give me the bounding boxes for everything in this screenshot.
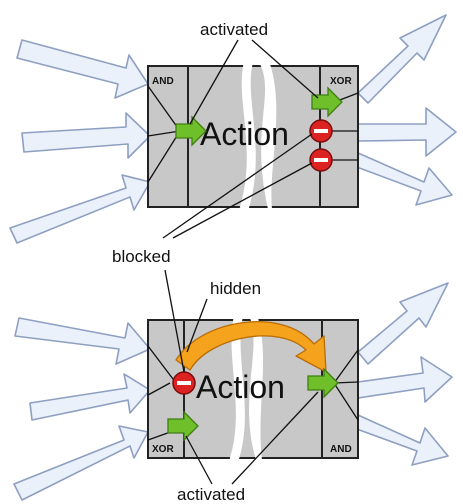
top-incoming-arrow-3 [9,174,151,244]
top-diagram: AND XOR Action activated blocked [9,14,457,266]
bottom-label-activated: activated [177,485,245,504]
bottom-action-label: Action [196,369,285,405]
bottom-outgoing-arrow-3 [353,414,449,466]
top-split-blocked-icon-2 [309,148,333,172]
top-split-blocked-icon-1 [309,119,333,143]
bottom-incoming-arrow-3 [13,425,149,501]
bottom-diagram: XOR AND Action hidden activated [13,269,453,504]
bottom-label-hidden: hidden [210,279,261,298]
bottom-split-type-label: AND [330,444,352,455]
bottom-outgoing-arrow-1 [357,282,449,365]
top-split-type-label: XOR [330,76,352,87]
bottom-join-type-label: XOR [152,444,174,455]
top-incoming-arrow-2 [21,112,151,159]
top-incoming-arrow-1 [16,39,149,99]
bottom-incoming-arrow-1 [14,317,151,365]
top-outgoing-arrow-1 [357,14,447,104]
bottom-incoming-arrow-2 [29,373,151,421]
top-outgoing-arrow-3 [353,152,453,206]
top-label-blocked: blocked [112,247,171,266]
top-action-label: Action [200,116,289,152]
top-outgoing-arrow-2 [357,107,457,157]
top-label-activated: activated [200,20,268,39]
bottom-outgoing-arrow-2 [357,356,453,403]
bottom-join-blocked-icon [172,371,196,395]
top-join-type-label: AND [152,76,174,87]
